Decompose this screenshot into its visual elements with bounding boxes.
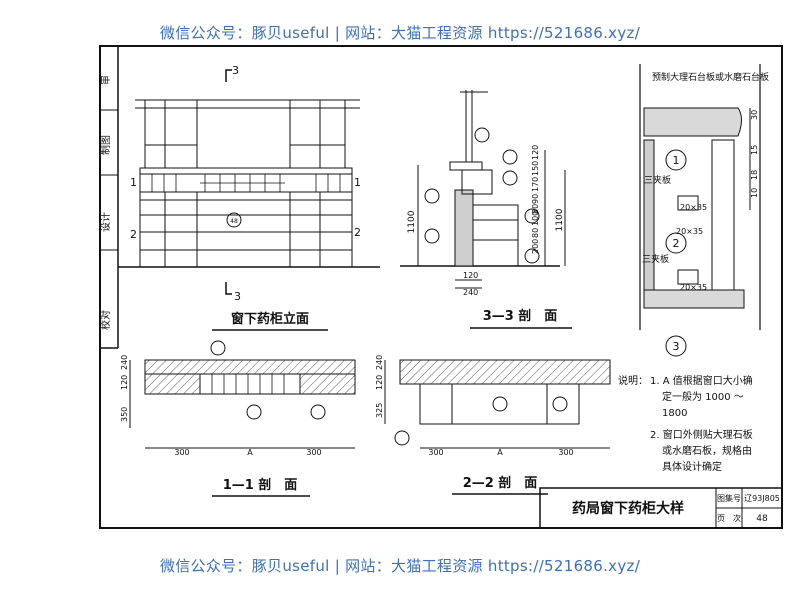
s22-c300b: 300 [558, 448, 573, 457]
watermark-bottom: 微信公众号：豚贝useful | 网站：大猫工程资源 https://52168… [159, 557, 641, 575]
section-3-3-view: 1100 120 150 170 90 80 100 80 200 1100 1… [400, 90, 566, 297]
note-2b: 或水磨石板，规格由 [662, 444, 752, 457]
page-label: 页 次 [717, 513, 741, 523]
title-section-2-2: 2—2 剖 面 [463, 475, 538, 491]
marker-1-left: 1 [130, 176, 137, 189]
s11-dim-1: 120 [120, 375, 129, 390]
dim-33-0: 120 [531, 145, 540, 160]
title-elevation: 窗下药柜立面 [231, 311, 309, 327]
dim-33-1: 150 [531, 161, 540, 176]
atlas-label: 图集号 [717, 493, 741, 503]
watermark-top: 微信公众号：豚贝useful | 网站：大猫工程资源 https://52168… [159, 24, 641, 42]
detail-top-label: 预制大理石台板或水磨石台板 [652, 71, 769, 83]
s11-b300b: 300 [306, 448, 321, 457]
section-1-1-view: 240 120 350 300 A 300 [120, 340, 356, 457]
note-2a: 2. 窗口外侧贴大理石板 [650, 428, 753, 441]
page-number: 48 [756, 514, 768, 524]
s22-dim-1: 120 [375, 375, 384, 390]
det-dim-2: 18 [750, 170, 759, 180]
dim-33-7: 200 [531, 239, 540, 254]
plywood-label-2: 三夹板 [642, 253, 669, 265]
section-2-2-view: 240 120 325 300 A 300 [375, 355, 611, 457]
title-section-3-3: 3—3 剖 面 [483, 308, 558, 324]
s22-dim-2: 325 [375, 403, 384, 418]
note-2c: 具体设计确定 [662, 460, 722, 473]
ref-elev: 48 [230, 218, 238, 225]
size-2: 20×35 [676, 227, 703, 236]
s11-b300a: 300 [174, 448, 189, 457]
dim-33-2: 170 [531, 177, 540, 192]
dim-1100-b: 1100 [555, 208, 565, 231]
size-3: 20×35 [680, 283, 707, 292]
detail-marker-2: 2 [673, 237, 680, 250]
dim-33-5: 100 [531, 211, 540, 226]
dim-33-4: 80 [531, 204, 540, 214]
s11-bA: A [247, 448, 253, 457]
strip-review: 审 [99, 75, 112, 85]
title-section-1-1: 1—1 剖 面 [223, 477, 298, 493]
sheet-border [99, 45, 783, 529]
detail-3-view: 预制大理石台板或水磨石台板 1 2 三夹板 三夹板 20×35 20×35 20… [639, 64, 769, 357]
strip-check: 校对 [99, 310, 112, 330]
strip-design: 设计 [99, 212, 112, 232]
note-1a: 1. A 值根据窗口大小确 [650, 374, 753, 387]
s11-dim-2: 350 [120, 407, 129, 422]
note-1c: 1800 [662, 408, 687, 419]
s22-cA: A [497, 448, 503, 457]
elevation-view: 3 3 [118, 64, 380, 303]
dim-33-6: 80 [531, 228, 540, 238]
s11-dim-0: 240 [120, 355, 129, 370]
dim-w240: 240 [463, 288, 478, 297]
section-marker-3-bottom: 3 [234, 290, 241, 303]
title-block: 药局窗下药柜大样 图集号 辽93J805 页 次 48 [539, 487, 783, 529]
notes-block: 说明： 1. A 值根据窗口大小确 定一般为 1000 ～ 1800 2. 窗口… [618, 374, 753, 473]
notes-label: 说明： [618, 374, 648, 387]
size-1: 20×35 [680, 203, 707, 212]
det-dim-3: 10 [750, 188, 759, 198]
section-marker-3-top: 3 [232, 64, 239, 77]
plywood-label-1: 三夹板 [644, 174, 671, 186]
marker-1-right: 1 [354, 176, 361, 189]
det-dim-0: 30 [750, 110, 759, 120]
s22-dim-0: 240 [375, 355, 384, 370]
detail-marker-1: 1 [673, 154, 680, 167]
dim-1100-33: 1100 [407, 210, 417, 233]
det-dim-1: 15 [750, 145, 759, 155]
dim-w120: 120 [463, 271, 478, 280]
drawing-title: 药局窗下药柜大样 [572, 500, 684, 517]
s22-c300a: 300 [428, 448, 443, 457]
strip-draw: 制图 [99, 135, 112, 155]
dim-33-3: 90 [531, 194, 540, 204]
marker-2-right: 2 [354, 226, 361, 239]
note-1b: 定一般为 1000 ～ [662, 390, 744, 403]
side-strip: 校对 设计 制图 审 [99, 46, 119, 349]
detail-marker-3: 3 [673, 340, 680, 353]
atlas-number: 辽93J805 [744, 494, 780, 503]
marker-2-left: 2 [130, 228, 137, 241]
